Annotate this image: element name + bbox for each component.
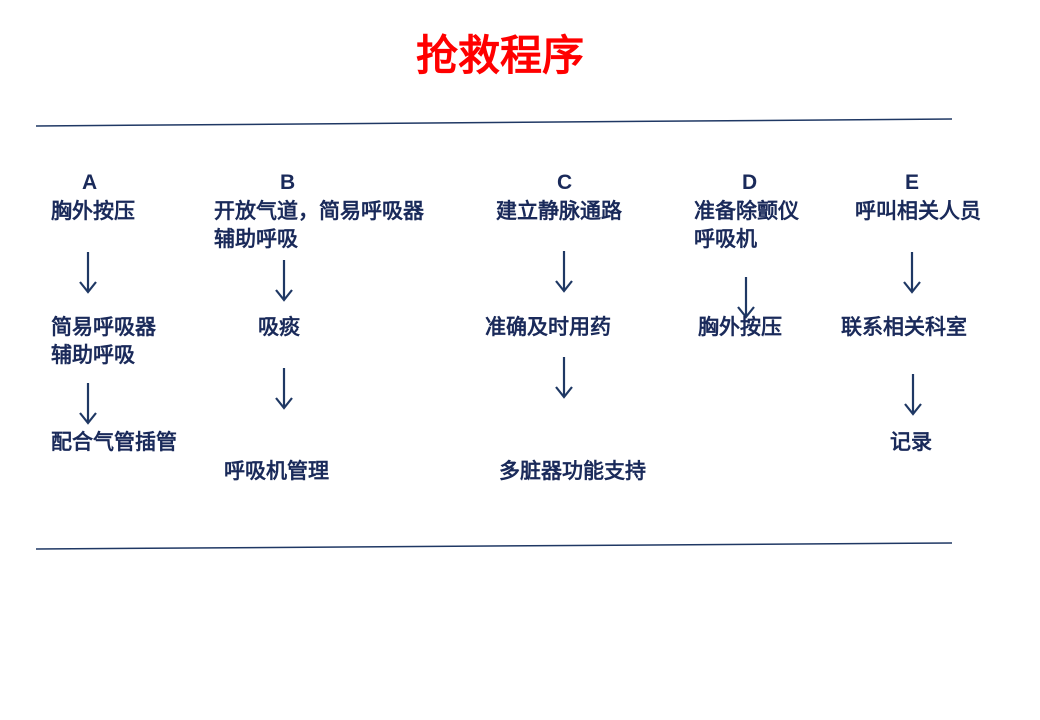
column-b-arrow-2 xyxy=(275,368,293,410)
column-b-step-1: 开放气道，简易呼吸器 辅助呼吸 xyxy=(214,199,424,251)
column-e-step-2: 联系相关科室 xyxy=(841,315,967,339)
column-d-letter: D xyxy=(742,171,758,194)
column-b-step-3: 呼吸机管理 xyxy=(224,459,329,483)
column-d-step-2: 胸外按压 xyxy=(698,315,782,339)
column-c-letter: C xyxy=(557,171,573,194)
column-e-step-1: 呼叫相关人员 xyxy=(855,199,981,223)
column-a-step-2: 简易呼吸器 辅助呼吸 xyxy=(51,315,156,367)
column-a-arrow-1 xyxy=(79,252,97,294)
column-a-arrow-2 xyxy=(79,383,97,425)
page-title: 抢救程序 xyxy=(415,31,584,80)
column-a-letter: A xyxy=(82,171,98,194)
column-d-step-1: 准备除颤仪 呼吸机 xyxy=(694,199,799,251)
column-e-step-3: 记录 xyxy=(890,430,932,454)
column-a-step-3: 配合气管插管 xyxy=(51,430,177,454)
top-divider xyxy=(35,118,953,127)
column-d-arrow-1 xyxy=(737,277,755,319)
column-b-step-2: 吸痰 xyxy=(258,315,300,339)
column-c-step-2: 准确及时用药 xyxy=(485,315,611,339)
column-b-letter: B xyxy=(280,171,296,194)
column-c-step-1: 建立静脉通路 xyxy=(496,199,622,223)
bottom-divider xyxy=(35,542,953,550)
column-e-letter: E xyxy=(905,171,920,194)
column-c-step-3: 多脏器功能支持 xyxy=(499,459,646,483)
column-a-step-1: 胸外按压 xyxy=(51,199,135,223)
column-e-arrow-1 xyxy=(903,252,921,294)
column-e-arrow-2 xyxy=(904,374,922,416)
column-b-arrow-1 xyxy=(275,260,293,302)
column-c-arrow-1 xyxy=(555,251,573,293)
column-c-arrow-2 xyxy=(555,357,573,399)
